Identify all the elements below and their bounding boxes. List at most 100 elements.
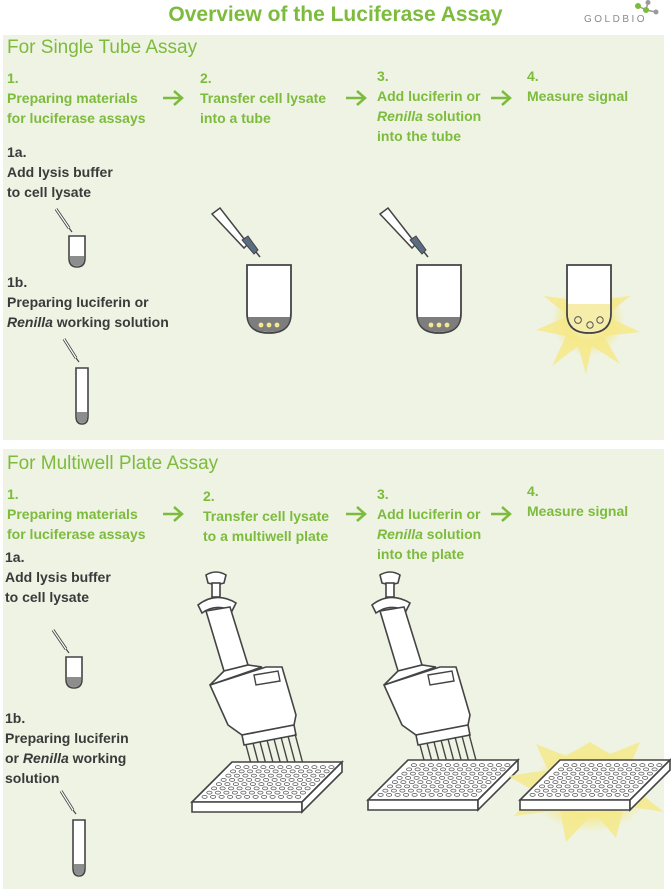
well <box>411 793 418 797</box>
well <box>460 771 467 776</box>
well <box>546 793 553 797</box>
well <box>292 782 299 786</box>
well <box>406 767 413 772</box>
well <box>281 769 288 774</box>
well <box>476 780 483 784</box>
well <box>548 776 555 780</box>
well <box>596 763 603 767</box>
well <box>578 771 585 776</box>
well <box>417 780 424 784</box>
well <box>632 784 639 789</box>
well <box>215 782 222 786</box>
well <box>422 776 429 780</box>
well <box>606 793 613 797</box>
well <box>570 771 577 776</box>
well <box>259 773 266 778</box>
multiwell-plate-icon <box>367 759 519 811</box>
well <box>558 767 565 772</box>
well <box>396 776 403 780</box>
arrow-icon <box>489 89 512 107</box>
well <box>447 776 454 780</box>
well <box>457 767 464 772</box>
well <box>323 769 330 774</box>
well <box>534 788 541 793</box>
well <box>306 769 313 774</box>
well <box>634 767 641 772</box>
well <box>553 771 560 776</box>
well <box>218 795 225 799</box>
well <box>608 776 615 780</box>
well <box>614 793 621 797</box>
well <box>461 763 468 767</box>
microtube-icon <box>54 207 87 269</box>
well <box>456 776 463 780</box>
well <box>269 795 276 799</box>
well <box>481 776 488 780</box>
well <box>394 793 401 797</box>
well <box>266 782 273 786</box>
well <box>441 788 448 793</box>
well <box>251 765 258 769</box>
arrow-icon <box>344 89 367 107</box>
well <box>620 780 627 784</box>
well <box>473 776 480 780</box>
well <box>629 771 636 776</box>
well <box>472 784 479 789</box>
well <box>386 793 393 797</box>
well <box>414 767 421 772</box>
well <box>271 778 278 782</box>
well <box>405 776 412 780</box>
well <box>538 793 545 797</box>
well <box>416 788 423 793</box>
well <box>424 788 431 793</box>
page-title: Overview of the Luciferase Assay <box>168 3 503 26</box>
well <box>607 784 614 789</box>
well <box>440 767 447 772</box>
well <box>260 765 267 769</box>
well <box>399 788 406 793</box>
well <box>206 790 213 795</box>
well <box>580 793 587 797</box>
well <box>254 778 261 782</box>
well <box>263 778 270 782</box>
well <box>564 784 571 789</box>
well <box>390 788 397 793</box>
well <box>529 793 536 797</box>
well <box>428 793 435 797</box>
well <box>289 769 296 774</box>
well <box>453 763 460 767</box>
well <box>465 767 472 772</box>
well <box>624 784 631 789</box>
single-step-4: 4.Measure signal <box>527 68 629 104</box>
logo-text: GOLDBIO <box>584 14 648 25</box>
well <box>439 776 446 780</box>
well <box>296 786 303 791</box>
well <box>427 763 434 767</box>
well <box>598 784 605 789</box>
single-step-3: 3.Add luciferin or Renilla solution into… <box>377 68 482 144</box>
well <box>252 795 259 799</box>
well <box>626 767 633 772</box>
well <box>435 771 442 776</box>
well <box>240 790 247 795</box>
single-tube-heading: For Single Tube Assay <box>7 37 198 58</box>
well <box>579 763 586 767</box>
well <box>486 771 493 776</box>
well <box>628 780 635 784</box>
well <box>423 767 430 772</box>
tube-with-reagent-icon <box>416 264 462 334</box>
well <box>413 776 420 780</box>
well <box>494 771 501 776</box>
well <box>257 790 264 795</box>
well <box>450 788 457 793</box>
well <box>559 788 566 793</box>
well <box>235 795 242 799</box>
well <box>309 782 316 786</box>
well <box>220 778 227 782</box>
well <box>464 776 471 780</box>
well <box>591 776 598 780</box>
well <box>237 778 244 782</box>
well <box>458 788 465 793</box>
well <box>566 767 573 772</box>
well <box>274 790 281 795</box>
